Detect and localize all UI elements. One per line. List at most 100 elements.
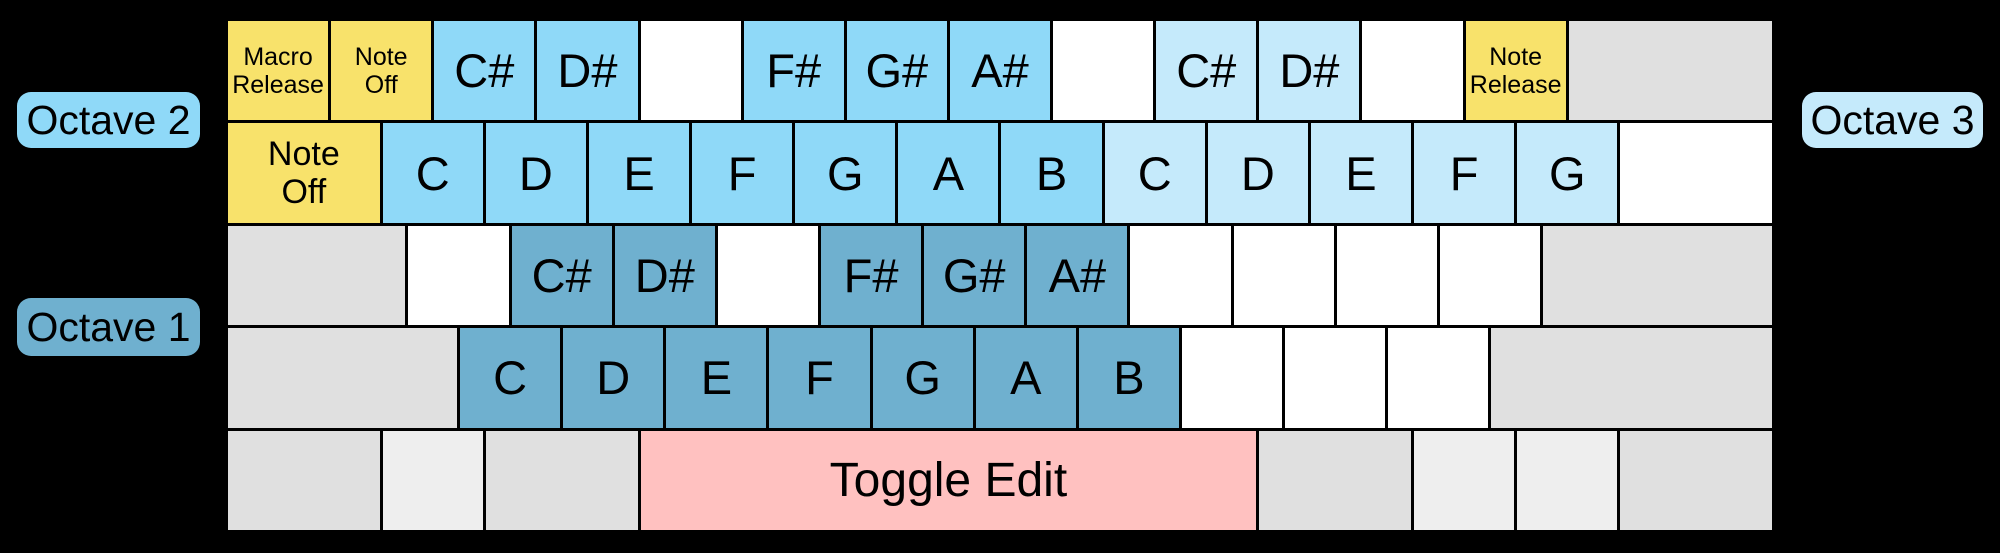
- key-i: C: [1104, 123, 1205, 223]
- key-semicolon: [1336, 225, 1437, 326]
- key-label: A#: [971, 44, 1029, 98]
- key-9: C#: [1156, 21, 1257, 121]
- key-n: A: [975, 328, 1076, 428]
- key-rbracket: G: [1517, 123, 1618, 223]
- key-label: D#: [634, 248, 695, 302]
- key-g: F#: [821, 225, 922, 326]
- key-o: D: [1207, 123, 1308, 223]
- key-label: A: [1010, 351, 1042, 405]
- key-b: G: [872, 328, 973, 428]
- key-5: F#: [743, 21, 844, 121]
- key-lalt: [485, 430, 638, 530]
- key-slash: [1388, 328, 1489, 428]
- key-backslash: [1620, 123, 1772, 223]
- key-label: C: [493, 351, 528, 405]
- key-lbracket: F: [1414, 123, 1515, 223]
- key-label: F: [1449, 146, 1479, 200]
- key-p: E: [1310, 123, 1412, 223]
- key-w: D: [485, 123, 586, 223]
- key-menu: [1517, 430, 1618, 530]
- key-label: G#: [865, 44, 929, 98]
- key-label: F#: [766, 44, 822, 98]
- key-label: Release: [1469, 70, 1562, 99]
- key-x: D: [563, 328, 664, 428]
- key-label: E: [700, 351, 733, 405]
- key-0: D#: [1259, 21, 1360, 121]
- key-label: G: [904, 351, 941, 405]
- key-q: C: [382, 123, 483, 223]
- key-ralt: [1259, 430, 1412, 530]
- key-label: Toggle Edit: [829, 453, 1068, 507]
- key-s: C#: [511, 225, 612, 326]
- key-minus: [1362, 21, 1463, 121]
- octave-1-label: Octave 1: [17, 298, 200, 356]
- key-l: [1233, 225, 1334, 326]
- key-label: Off: [364, 70, 398, 99]
- key-label: A#: [1048, 248, 1107, 302]
- key-label: Off: [281, 173, 327, 212]
- key-label: Note: [1489, 42, 1543, 71]
- octave-2-label: Octave 2: [17, 92, 200, 148]
- key-lwin: [382, 430, 483, 530]
- key-label: C: [1137, 146, 1172, 200]
- key-k: [1130, 225, 1231, 326]
- key-label: G: [827, 146, 864, 200]
- key-f: [717, 225, 819, 326]
- key-label: D#: [1279, 44, 1340, 98]
- key-7: A#: [949, 21, 1051, 121]
- key-label: Note: [267, 135, 340, 174]
- key-rshift: [1491, 328, 1772, 428]
- key-label: F#: [843, 248, 899, 302]
- octave-3-label: Octave 3: [1802, 92, 1983, 148]
- key-label: C: [415, 146, 450, 200]
- key-label: G: [1548, 146, 1586, 200]
- key-rctrl: [1620, 430, 1772, 530]
- key-rwin: [1414, 430, 1515, 530]
- key-space: Toggle Edit: [640, 430, 1257, 530]
- key-label: D: [596, 351, 631, 405]
- key-backspace: [1568, 21, 1772, 121]
- key-caps: [228, 225, 406, 326]
- key-label: F: [727, 146, 757, 200]
- key-m: B: [1078, 328, 1179, 428]
- key-d: D#: [614, 225, 715, 326]
- key-comma: [1181, 328, 1283, 428]
- key-e: E: [588, 123, 690, 223]
- key-label: C#: [1176, 44, 1237, 98]
- key-lshift: [228, 328, 458, 428]
- key-label: Note: [354, 42, 408, 71]
- key-v: F: [769, 328, 870, 428]
- key-u: B: [1001, 123, 1102, 223]
- key-label: B: [1035, 146, 1068, 200]
- key-quote: [1439, 225, 1540, 326]
- key-6: G#: [846, 21, 947, 121]
- key-a: [408, 225, 509, 326]
- key-4: [640, 21, 741, 121]
- key-label: E: [623, 146, 655, 200]
- key-label: F: [805, 351, 834, 405]
- key-label: Macro: [243, 42, 313, 71]
- key-label: D: [518, 146, 553, 200]
- key-enter: [1542, 225, 1772, 326]
- key-y: A: [898, 123, 999, 223]
- key-c: E: [666, 328, 767, 428]
- key-r: F: [692, 123, 793, 223]
- key-8: [1053, 21, 1154, 121]
- key-z: C: [460, 328, 561, 428]
- key-label: A: [932, 146, 965, 200]
- key-label: E: [1345, 146, 1377, 200]
- key-label: D#: [557, 44, 618, 98]
- key-label: Release: [232, 70, 324, 99]
- key-label: B: [1113, 351, 1145, 405]
- key-label: C#: [454, 44, 515, 98]
- key-label: D: [1240, 146, 1275, 200]
- key-2: C#: [434, 21, 535, 121]
- key-h: G#: [924, 225, 1025, 326]
- key-t: G: [795, 123, 896, 223]
